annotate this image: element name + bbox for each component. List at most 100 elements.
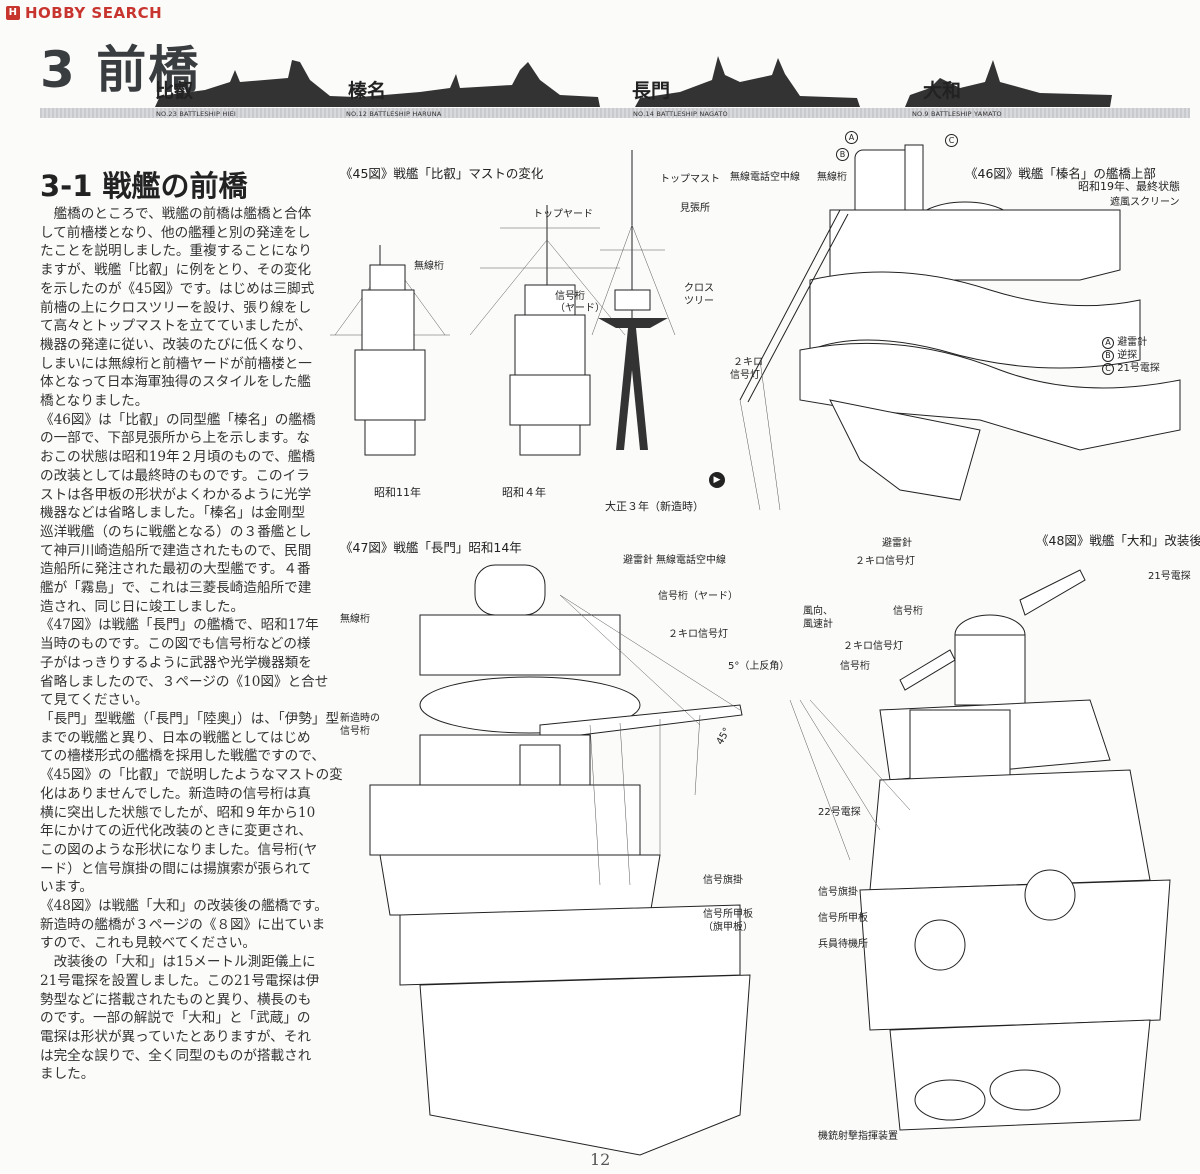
fig46-marker-a: A: [845, 131, 858, 144]
fig47-label-lamp: ２キロ信号灯: [668, 629, 728, 640]
ship-name-yamato: 大和: [923, 80, 962, 102]
body-line: ますが、戦艦「比叡」に例をとり、その変化: [40, 262, 312, 279]
fig46-title: 《46図》戦艦「榛名」の艦橋上部: [965, 166, 1156, 181]
fig48-label-radar21: 21号電探: [1148, 571, 1191, 582]
body-line: 造船所に発注された最初の大型艦です。４番: [40, 561, 311, 578]
body-line: 省略しましたので、３ページの《10図》と合せ: [40, 673, 329, 690]
body-text: 艦橋のところで、戦艦の前橋は艦橋と合体して前檣楼となり、他の艦種と別の発達をした…: [40, 205, 343, 1084]
fig47-drawing: [369, 564, 751, 1156]
fig45-label-shingo: 信号桁: [555, 291, 585, 302]
body-line: て見てください。: [40, 692, 149, 709]
ship-silhouettes: [155, 56, 1112, 107]
body-line: 艦橋のところで、戦艦の前橋は艦橋と合体: [40, 206, 312, 222]
fig46-label-musen: 無線桁: [817, 172, 847, 183]
fig46-marker-b: B: [836, 148, 849, 161]
body-line: 《47図》は戦艦「長門」の艦橋で、昭和17年: [40, 617, 319, 634]
body-line: 「長門」型戦艦（「長門」「陸奥」）は、「伊勢」型: [40, 710, 340, 727]
body-line: 《46図》は「比叡」の同型艦「榛名」の艦橋: [40, 411, 316, 428]
fig46-legend-a: A 避雷針: [1102, 336, 1160, 349]
fig48-label-taikijo: 兵員待機所: [818, 939, 868, 950]
ship-caption-hiei: NO.23 BATTLESHIP HIEI: [156, 110, 237, 118]
body-line: 体となって日本海軍独得のスタイルをした艦: [40, 374, 311, 391]
fig46-label-screen: 遮風スクリーン: [1110, 197, 1180, 208]
fig46-marker-c: C: [945, 134, 958, 147]
body-line: 当時のものです。この図でも信号桁などの様: [40, 636, 311, 653]
body-line: ード）と信号旗掛の間には揚旗索が張られて: [40, 860, 312, 877]
fig48-label-kouhan: 信号所甲板: [818, 913, 868, 924]
ship-silhouette-yamato: [905, 60, 1112, 107]
fig47-label-musen-denwa: 無線電話空中線: [656, 555, 726, 566]
fig45-caption-taisho3: 大正３年（新造時）: [605, 500, 704, 513]
ship-caption-haruna: NO.12 BATTLESHIP HARUNA: [346, 110, 442, 118]
body-line: 電探は形状が異っていたとありますが、それ: [40, 1028, 311, 1045]
body-line: しまいには無線桁と前檣ヤードが前檣楼と一: [40, 355, 312, 372]
body-line: います。: [40, 879, 94, 896]
fig48-label-shingo-a: 信号桁: [893, 606, 923, 617]
body-line: 《45図》の「比叡」で説明したようなマストの変: [40, 767, 343, 784]
next-arrow-icon[interactable]: ▶: [709, 472, 725, 488]
body-line: の改装としては最終時のものです。このイラ: [40, 467, 310, 484]
fig45-mast-taisho3: [591, 150, 676, 450]
body-line: おこの状態は昭和19年２月頃のもので、艦橋: [40, 449, 316, 466]
body-line: の一部で、下部見張所から上を示します。な: [40, 430, 310, 447]
body-line: 艦が「霧島」で、これは三菱長崎造船所で建: [40, 580, 312, 597]
fig45-label-shingo-yard: （ヤード）: [555, 303, 605, 314]
body-line: 《48図》は戦艦「大和」の改装後の艦橋です。: [40, 898, 328, 915]
ship-silhouette-nagato: [635, 56, 860, 107]
body-line: を示したのが《45図》です。はじめは三脚式: [40, 280, 315, 297]
fig45-label-musen: 無線桁: [414, 261, 444, 272]
page-number: 12: [590, 1150, 611, 1169]
fig48-title: 《48図》戦艦「大和」改装後: [1036, 533, 1200, 548]
fig48-label-radar22: 22号電探: [818, 807, 861, 818]
logo-mark-icon: H: [6, 6, 20, 20]
body-line: たことを説明しました。重複することになり: [40, 243, 312, 260]
body-line: ての檣楼形式の艦橋を採用した戦艦ですので、: [40, 748, 325, 765]
fig45-title: 《45図》戦艦「比叡」マストの変化: [340, 166, 544, 181]
body-line: 21号電探を設置しました。この21号電探は伊: [40, 972, 320, 989]
fig45-caption-showa11: 昭和11年: [374, 486, 421, 499]
body-line: 巡洋戦艦（のちに戦艦となる）の３番艦とし: [40, 523, 312, 540]
fig45-mast-showa11: [330, 245, 450, 456]
fig48-label-wind: 風向、: [803, 606, 833, 617]
section-title: 3-1 戦艦の前橋: [40, 169, 248, 203]
fig47-label-shinzo-shingo: 信号桁: [340, 726, 370, 737]
fig47-label-shingo-yard: 信号桁（ヤード）: [658, 591, 738, 602]
fig47-label-kikake: 信号旗掛: [703, 875, 743, 886]
fig45-label-mihari: 見張所: [680, 203, 710, 214]
body-line: 前檣の上にクロスツリーを設け、張り線をし: [40, 299, 312, 316]
fig46-label-lamp: ２キロ: [733, 357, 763, 368]
chapter-title: 3 前橋: [40, 41, 201, 99]
site-logo: H HOBBY SEARCH: [6, 4, 162, 22]
fig45-label-top-mast: トップマスト: [660, 174, 720, 185]
fig46-label-shingoto: 信号灯: [730, 370, 760, 381]
fig48-label-lamp-top: ２キロ信号灯: [855, 556, 915, 567]
ship-name-hiei: 比叡: [155, 80, 194, 102]
ship-silhouette-hiei: [155, 60, 385, 107]
fig47-label-angle: 5°（上反角）: [728, 661, 790, 672]
body-line: のです。一部の解説で「大和」と「武蔵」の: [40, 1010, 311, 1027]
body-line: は完全な誤りで、全く同型のものが搭載され: [40, 1047, 312, 1064]
fig48-label-kijuu: 機銃射撃指揮装置: [818, 1131, 898, 1142]
fig45-mast-showa4: [469, 205, 626, 456]
body-line: 化はありませんでした。新造時の信号桁は真: [40, 785, 311, 802]
fig48-drawing: [789, 569, 1171, 1131]
body-line: までの戦艦と異り、日本の戦艦としてはじめ: [40, 729, 311, 746]
fig45-label-top-yard: トップヤード: [533, 209, 593, 220]
fig48-label-shingo-b: 信号桁: [840, 661, 870, 672]
fig48-label-hirai: 避雷針: [882, 538, 912, 549]
fig45-caption-showa4: 昭和４年: [502, 486, 546, 499]
fig47-label-musen: 無線桁: [340, 614, 370, 625]
fig46-subtitle: 昭和19年、最終状態: [1078, 180, 1180, 193]
ship-strip-bar: [40, 108, 1190, 118]
ship-name-nagato: 長門: [632, 80, 671, 102]
fig48-label-kikake: 信号旗掛: [818, 887, 858, 898]
fig46-drawing: [739, 144, 1181, 511]
body-line: して前檣楼となり、他の艦種と別の発達をし: [40, 224, 311, 241]
body-line: 子がはっきりするように武器や光学機器類を: [40, 654, 312, 671]
fig47-label-kouhan: 信号所甲板: [703, 909, 753, 920]
body-line: 造され、同じ日に竣工しました。: [40, 598, 245, 615]
body-line: ストは各甲板の形状がよくわかるように光学: [40, 486, 312, 503]
fig47-label-hirai: 避雷針: [623, 555, 653, 566]
body-line: 改装後の「大和」は15メートル測距儀上に: [40, 954, 316, 971]
body-line: 機器などは省略しました。「榛名」は金剛型: [40, 505, 306, 522]
